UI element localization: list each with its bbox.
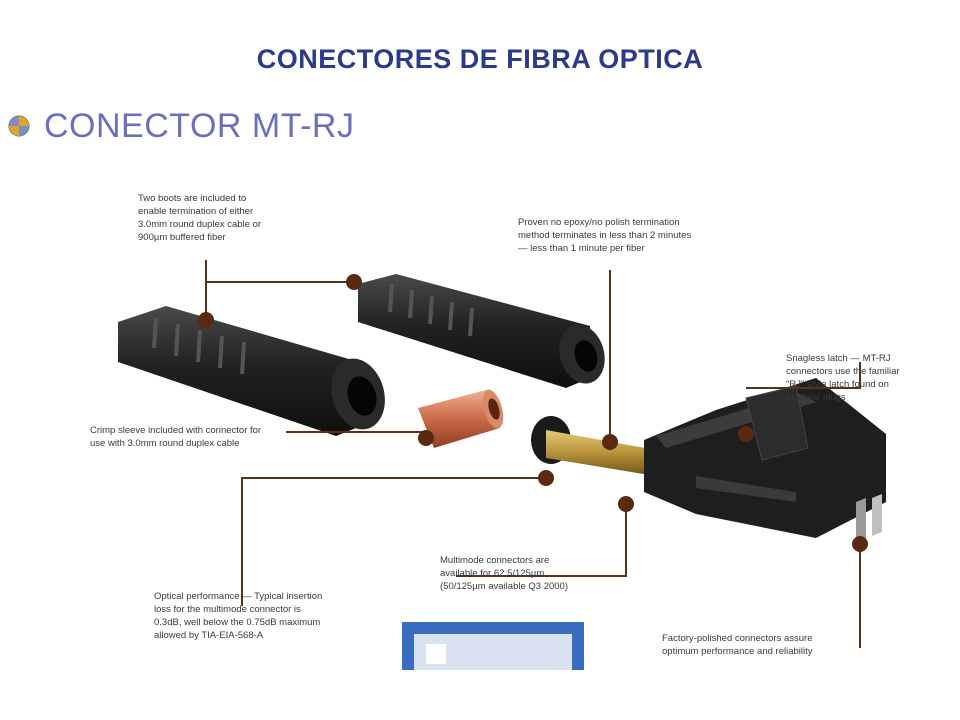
callout-multimode: Multimode connectors are available for 6… (440, 555, 568, 592)
connector-illustration (118, 260, 886, 670)
right-boot (358, 274, 605, 388)
callout-factory-polished: Factory-polished connectors assure optim… (662, 633, 813, 657)
callout-leaders (205, 260, 861, 648)
slide-subtitle: CONECTOR MT-RJ (44, 106, 355, 145)
callout-crimp-sleeve: Crimp sleeve included with connector for… (90, 425, 262, 449)
bullet-item: CONECTOR MT-RJ (8, 104, 354, 148)
callout-boots: Two boots are included to enable termina… (138, 193, 262, 243)
callout-no-epoxy: Proven no epoxy/no polish termination me… (518, 217, 692, 254)
callout-dots (198, 274, 868, 552)
connector-diagram: Two boots are included to enable termina… (90, 193, 906, 670)
mtrj-connector (531, 378, 886, 542)
callout-optical-performance: Optical performance — Typical insertion … (154, 591, 323, 641)
bottom-blue-panel (402, 622, 584, 670)
callout-snagless-latch: Snagless latch — MT-RJ connectors use th… (786, 353, 900, 403)
left-boot (118, 306, 385, 436)
quadrant-bullet-icon (8, 115, 30, 137)
slide-title: CONECTORES DE FIBRA OPTICA (256, 44, 704, 74)
crimp-sleeve (418, 389, 504, 448)
